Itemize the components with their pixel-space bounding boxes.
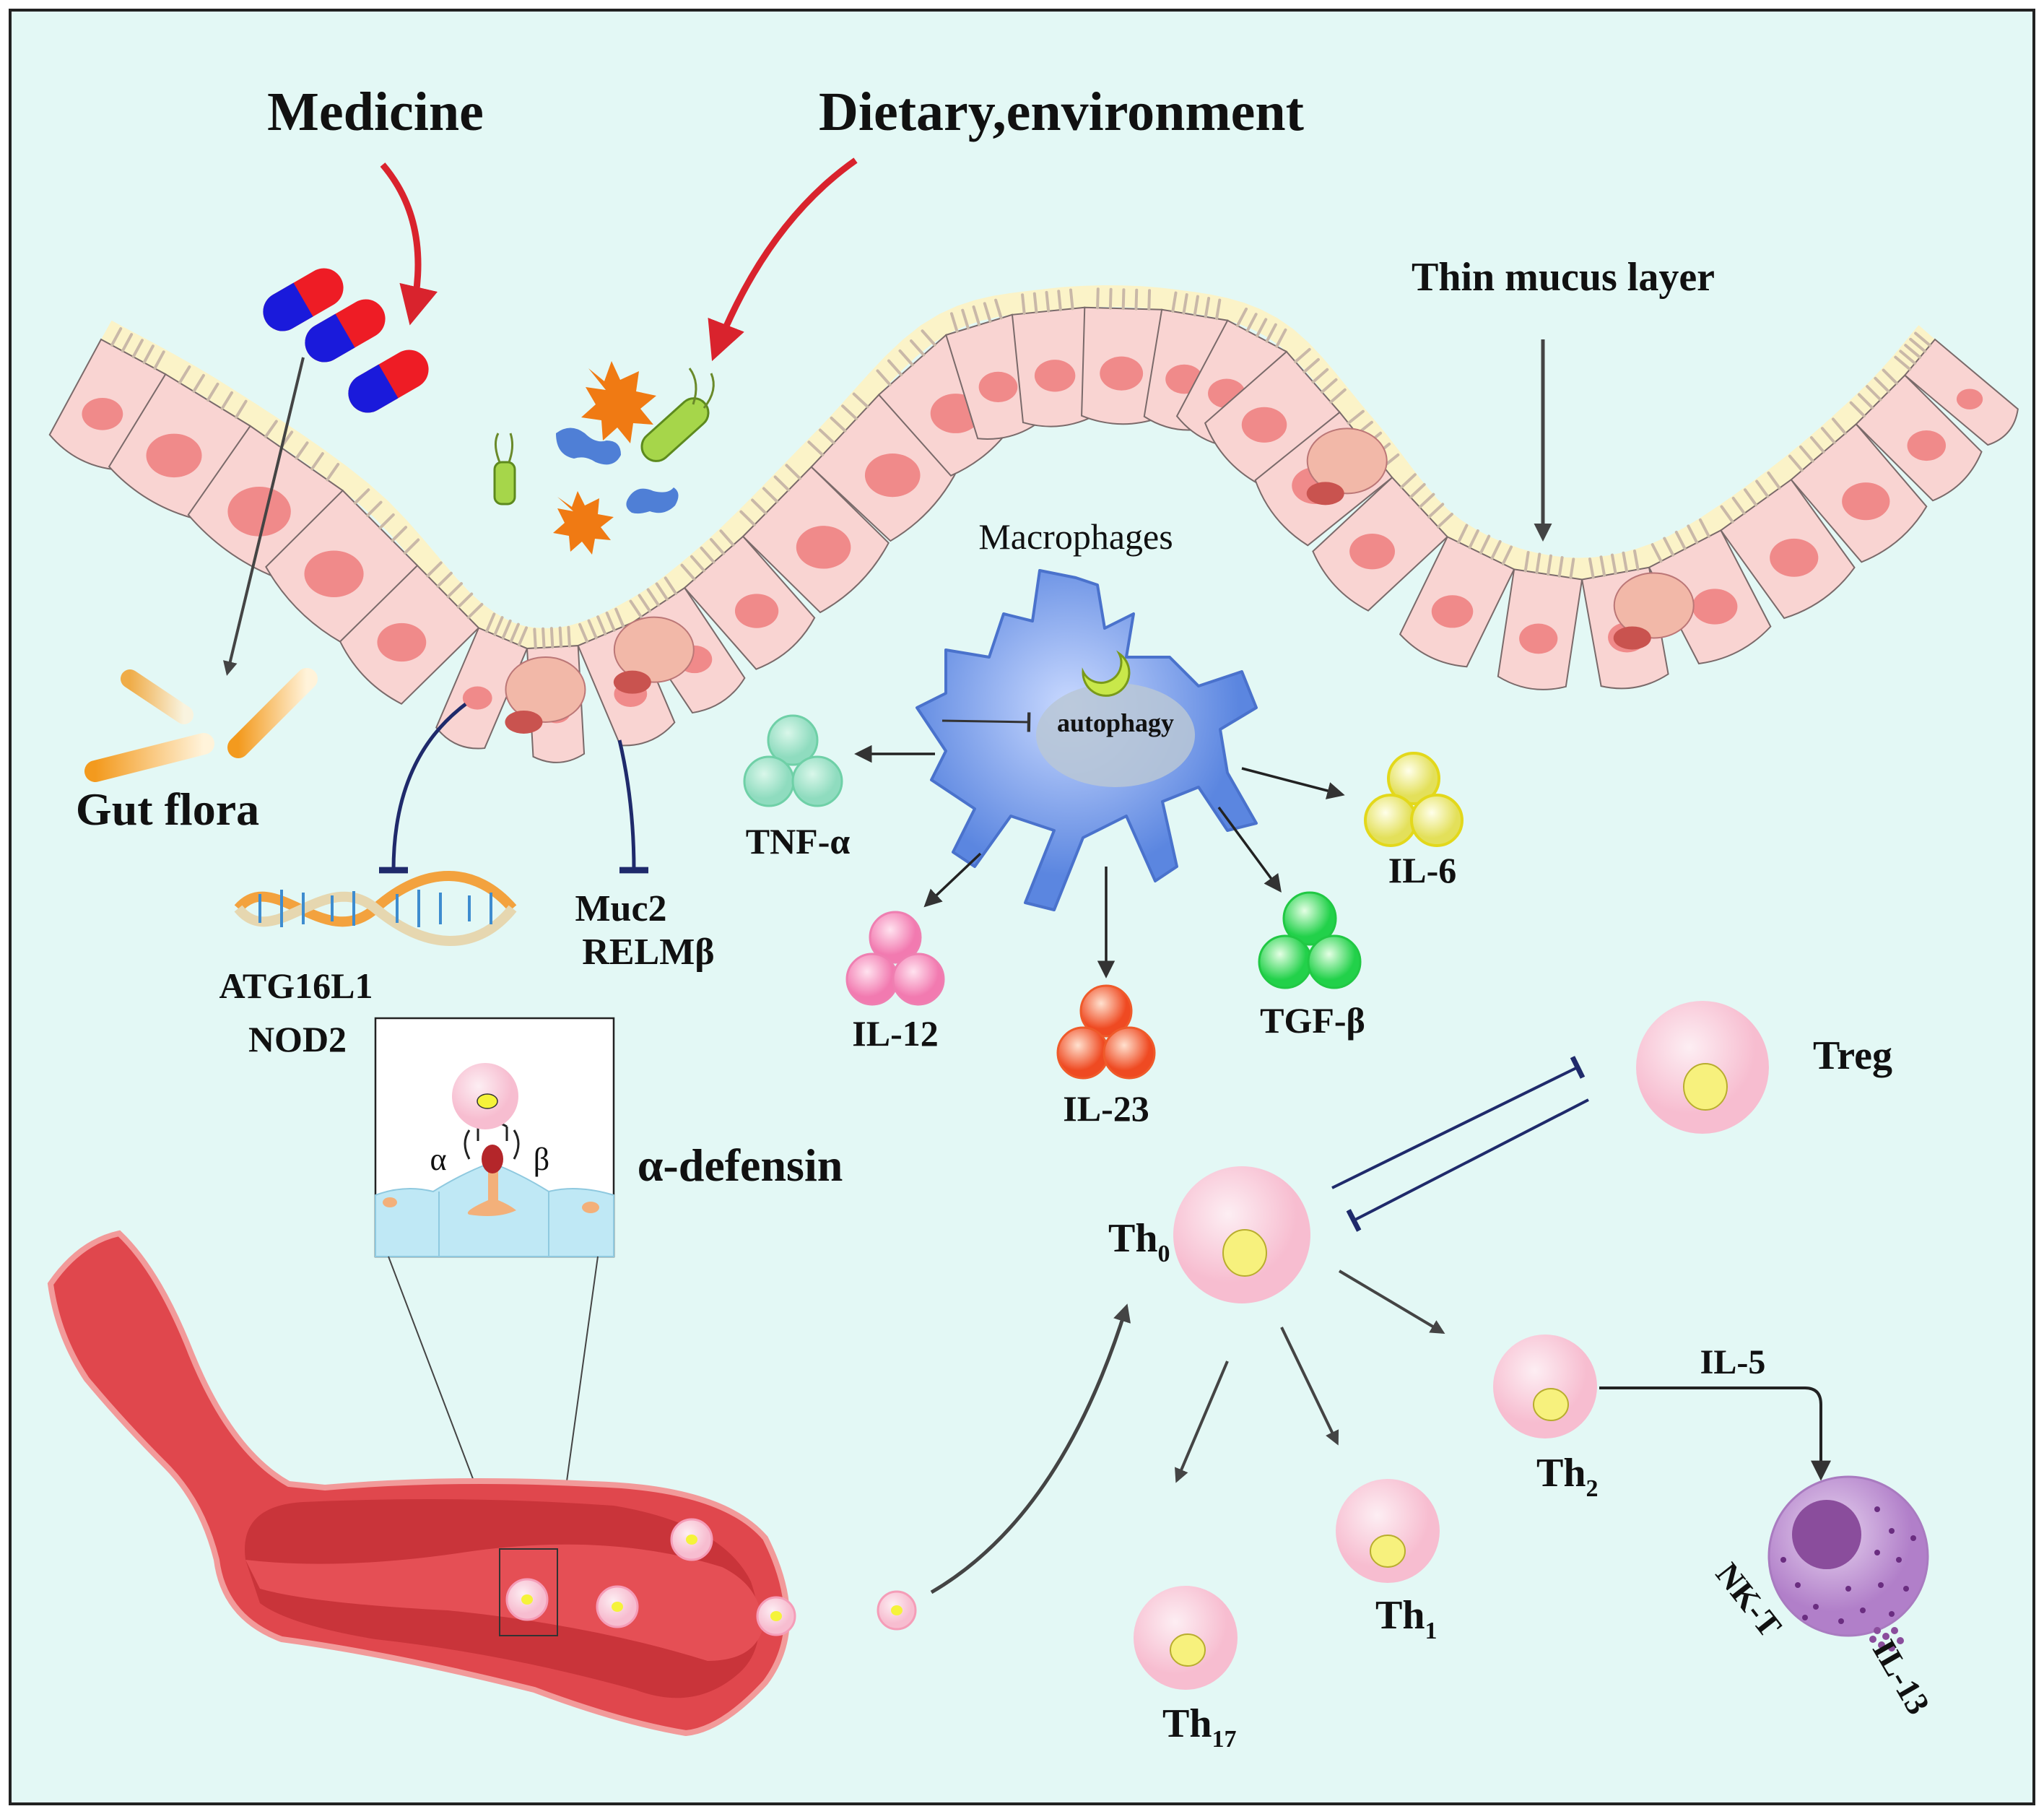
tgf-beta-label: TGF-β <box>1260 1000 1365 1041</box>
th17-label: Th17 <box>1162 1701 1237 1753</box>
rod-bacterium-icon <box>493 461 516 505</box>
macrophages-label: Macrophages <box>978 516 1173 557</box>
cell-nucleus <box>1770 538 1819 577</box>
inhibit-muc2-arrow <box>617 739 649 874</box>
cell-nucleus <box>377 622 427 662</box>
th-differentiation-arrows <box>1175 1270 1445 1483</box>
il6-cluster <box>1364 752 1464 847</box>
alpha-label: α <box>430 1142 446 1177</box>
cell-nucleus <box>1956 389 1983 409</box>
atg16l1-label: ATG16L1 <box>219 965 373 1006</box>
cell-nucleus <box>146 433 202 478</box>
dna-helix-icon <box>234 871 517 946</box>
cell-nucleus <box>304 550 364 597</box>
inhibit-atg16l1-arrow <box>378 703 467 874</box>
rod-bacterium-icon <box>640 397 710 462</box>
cell-nucleus <box>462 686 492 710</box>
il12-label: IL-12 <box>852 1013 938 1054</box>
cell-nucleus <box>1519 623 1558 654</box>
il12-cluster <box>845 911 945 1006</box>
cell-nucleus <box>734 594 779 628</box>
alpha-defensin-label: α-defensin <box>638 1140 843 1191</box>
dietary-environment-label: Dietary,environment <box>819 82 1304 142</box>
tnf-alpha-label: TNF-α <box>746 821 851 862</box>
cell-nucleus <box>1034 360 1076 392</box>
cell-nucleus <box>1692 589 1738 625</box>
medicine-arrow <box>380 162 438 326</box>
goblet-cell <box>1613 572 1695 639</box>
il5-arrow <box>1599 1386 1831 1481</box>
goblet-cell <box>613 616 695 683</box>
dietary-arrow <box>708 157 858 362</box>
treg-cell <box>1636 1001 1769 1134</box>
cell-nucleus <box>1907 430 1947 461</box>
goblet-cell <box>505 656 586 723</box>
il6-label: IL-6 <box>1388 850 1456 890</box>
th0-label: Th0 <box>1108 1216 1170 1267</box>
cell-nucleus <box>864 454 921 498</box>
cell-nucleus <box>1100 356 1144 391</box>
medicine-label: Medicine <box>267 82 484 142</box>
treg-inhibits-th0 <box>1346 1098 1589 1232</box>
cell-nucleus <box>1241 407 1287 443</box>
nod2-label: NOD2 <box>248 1019 347 1059</box>
il23-cluster <box>1056 984 1156 1080</box>
blue-bacterium-icon <box>556 428 621 465</box>
th2-cell <box>1493 1335 1597 1438</box>
il5-label: IL-5 <box>1700 1343 1766 1381</box>
th2-label: Th2 <box>1536 1451 1599 1502</box>
nkt-cell <box>1767 1475 1929 1652</box>
goblet-cell <box>1306 428 1388 495</box>
medicine-to-flora-arrow <box>223 357 305 676</box>
inhibit-autophagy-arrow <box>941 712 1031 732</box>
cell-nucleus <box>1431 595 1474 628</box>
tnf-alpha-cluster <box>743 714 843 807</box>
cell-nucleus <box>796 526 851 569</box>
defensin-inset: α β <box>374 1017 615 1258</box>
goblet-cells <box>505 428 1695 734</box>
autophagosome-icon <box>1036 683 1195 787</box>
blood-vessel <box>47 1230 796 1737</box>
intestinal-epithelium <box>48 285 2019 763</box>
treg-label: Treg <box>1813 1033 1892 1078</box>
il23-label: IL-23 <box>1063 1088 1149 1129</box>
th1-label: Th1 <box>1375 1593 1438 1644</box>
spiky-bacterium-icon <box>581 361 656 443</box>
muc2-label: Muc2 <box>575 888 666 929</box>
phagophore-icon <box>1082 650 1131 697</box>
cell-nucleus <box>227 487 291 537</box>
gut-flora-label: Gut flora <box>76 784 259 835</box>
relmb-label: RELMβ <box>582 932 714 973</box>
tgf-beta-cluster <box>1258 891 1362 989</box>
cell-nucleus <box>978 371 1018 402</box>
cell-nucleus <box>1349 533 1396 570</box>
cytokine-arrows <box>854 745 1345 978</box>
thin-mucus-label: Thin mucus layer <box>1412 255 1715 300</box>
th0-cell <box>1173 1166 1310 1303</box>
blue-bacterium-icon <box>626 487 679 514</box>
cell-nucleus <box>1842 482 1890 521</box>
pill-icons <box>263 268 429 413</box>
th17-cell <box>1134 1586 1238 1690</box>
bacteria-icons <box>493 361 715 555</box>
th1-cell <box>1336 1479 1440 1583</box>
th0-inhibits-treg <box>1331 1056 1586 1189</box>
cell-nucleus <box>82 397 123 430</box>
autophagy-label: autophagy <box>1057 708 1174 737</box>
spiky-bacterium-icon <box>553 491 614 555</box>
gut-flora-icon <box>84 668 318 782</box>
cell-migration-arrow <box>930 1303 1131 1594</box>
beta-label: β <box>534 1142 549 1177</box>
